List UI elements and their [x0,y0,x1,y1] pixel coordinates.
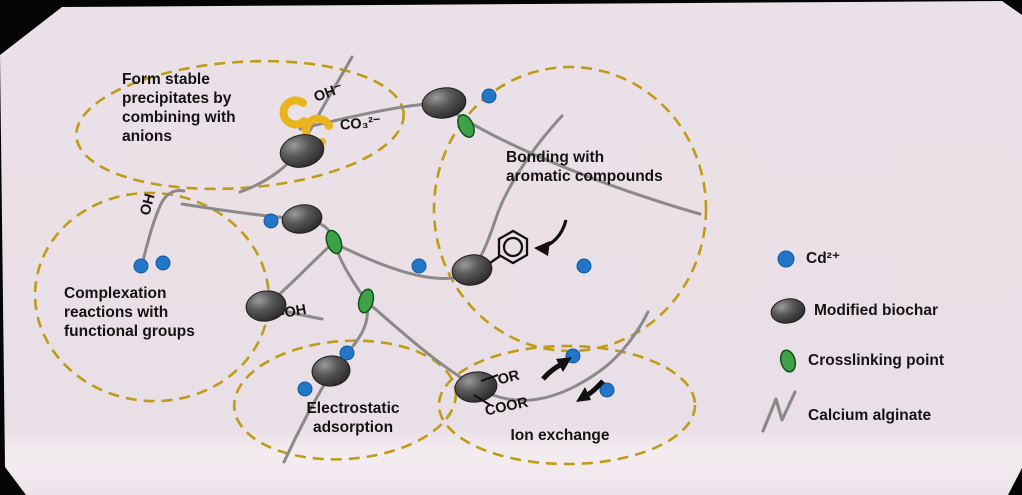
modified-biochar-legend-icon [770,298,806,324]
ion-exchange-label: Ion exchange [510,427,610,444]
complexation-label: Complexation reactions with functional g… [64,285,195,340]
cd-ion [155,255,171,271]
crosslinking-point-legend-icon [779,349,797,373]
cd-ion [481,88,497,104]
crosslinking-point [325,229,343,255]
alginate-chain [141,189,186,263]
aromatic-bonding-arrow [534,219,568,256]
biochar-sphere [281,204,323,234]
region-aromatic-ellipse [432,65,708,353]
alginate-chain [332,114,564,280]
biochar-sphere [454,371,498,403]
aromatic-label: Bonding with aromatic compounds [506,149,663,185]
crosslinking-point [357,288,375,314]
cd-ion [576,258,592,274]
legend-icons [761,250,806,433]
legend-label-crosslinking-point: Crosslinking point [808,352,945,369]
cd-ion [411,258,427,274]
crosslinking-point [457,113,475,139]
cd-ion [133,258,149,274]
legend-label-calcium-alginate: Calcium alginate [808,407,932,424]
biochar-sphere [451,254,493,286]
functional-group-bonds [473,374,499,406]
biochar-sphere [279,134,325,168]
benzene-ring [489,229,529,265]
cd-ion [599,382,615,398]
biochar-sphere [245,290,287,322]
ion-exchange-arrow [541,357,605,402]
hydroxide-anion-crescent [279,96,308,129]
legend-label-cd-ion: Cd²⁺ [806,250,841,267]
carbonate-anion-label: CO₃²⁻ [339,114,382,134]
region-precipitation-ellipse [75,59,405,191]
calcium-alginate-legend-icon [761,390,797,433]
cd-ion-legend-icon [777,250,795,268]
legend-label-modified-biochar: Modified biochar [814,302,938,319]
cd-ion [297,381,313,397]
precipitation-label: Form stable precipitates by combining wi… [122,71,236,145]
cd-ion [339,345,355,361]
biochar-sphere [311,355,351,387]
biochar-sphere [421,87,467,119]
alginate-chain [364,299,650,402]
region-ion-exchange-ellipse [437,344,697,466]
cd-ion [263,213,279,229]
electrostatic-label: Electrostatic adsorption [306,400,400,436]
